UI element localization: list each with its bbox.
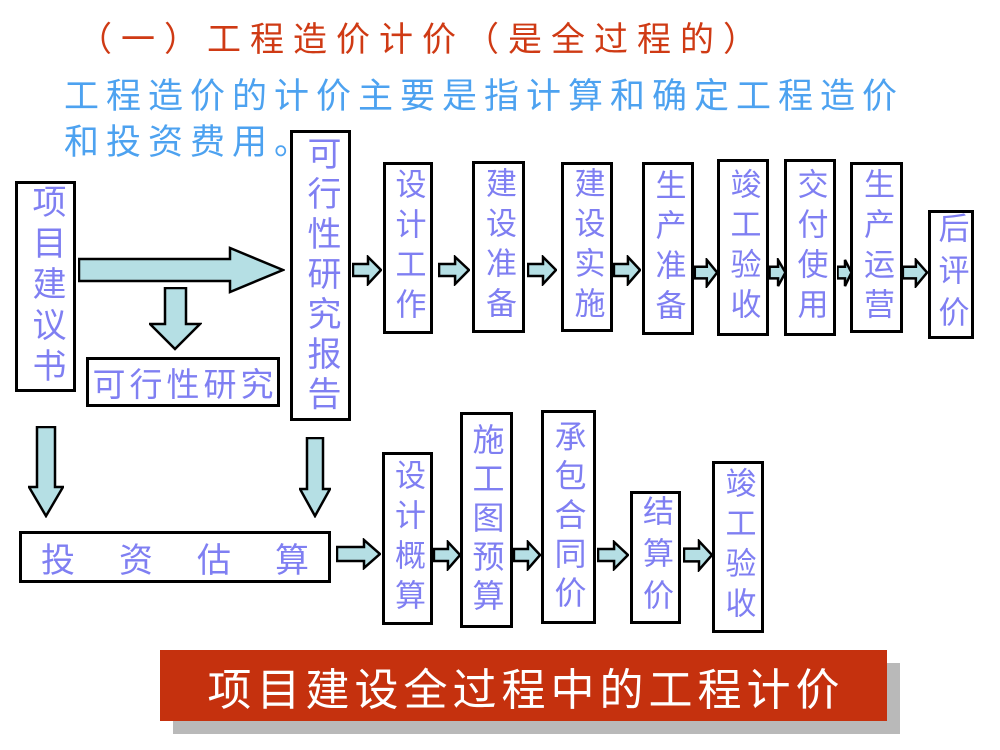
- intro-text-line-2: 和投资费用。: [64, 123, 317, 162]
- node-investment-estimate-label: 投资估算: [41, 542, 353, 580]
- node-feasibility-study: 可行性研究: [86, 357, 280, 407]
- node-settlement-price-label: 结算价: [638, 494, 673, 621]
- node-feasibility-report-label: 可行性研究报告: [302, 135, 339, 416]
- node-construction-preparation-label: 建设准备: [481, 167, 516, 327]
- arrow-bottom-chain-4-icon: [683, 539, 713, 572]
- node-contract-price-label: 承包合同价: [550, 419, 587, 615]
- node-project-proposal: 项目建议书: [15, 181, 76, 392]
- node-construction-implementation: 建设实施: [561, 162, 613, 332]
- slide-heading: （一）工程造价计价（是全过程的）: [78, 22, 766, 59]
- intro-text-line-1: 工程造价的计价主要是指计算和确定工程造价: [64, 77, 905, 116]
- arrow-bottom-chain-1-icon: [433, 540, 461, 571]
- arrow-top-chain-2-icon: [527, 255, 557, 286]
- node-production-operation-label: 生产运营: [859, 167, 894, 328]
- arrow-top-chain-1-icon: [438, 255, 470, 286]
- arrow-bottom-chain-2-icon: [513, 540, 541, 571]
- node-feasibility-report: 可行性研究报告: [290, 130, 351, 421]
- node-design-estimate-label: 设计概算: [390, 458, 425, 619]
- node-working-drawing-budget: 施工图预算: [460, 412, 513, 628]
- arrow-top-chain-4-icon: [694, 258, 718, 288]
- node-production-preparation: 生产准备: [642, 162, 694, 335]
- node-project-proposal-label: 项目建议书: [27, 184, 64, 389]
- arrow-investment-to-design-estimate-icon: [336, 538, 381, 570]
- arrow-bottom-chain-3-icon: [597, 540, 629, 571]
- node-production-preparation-label: 生产准备: [650, 168, 686, 329]
- arrow-top-chain-3-icon: [613, 255, 641, 286]
- arrow-report-to-design-work-icon: [352, 255, 382, 286]
- arrow-down-to-feasibility-study-icon: [149, 287, 202, 351]
- node-completion-acceptance-bottom: 竣工验收: [712, 461, 764, 633]
- arrow-proposal-to-report-icon: [78, 246, 285, 294]
- node-investment-estimate: 投资估算: [19, 531, 331, 583]
- node-design-work-label: 设计工作: [390, 168, 426, 328]
- node-design-estimate: 设计概算: [382, 452, 433, 625]
- arrow-top-chain-6-icon: [837, 258, 852, 288]
- arrow-report-to-investment-icon: [299, 437, 331, 518]
- node-handover-use-label: 交付使用: [792, 167, 828, 328]
- node-completion-acceptance-top-label: 竣工验收: [725, 167, 761, 328]
- node-construction-implementation-label: 建设实施: [569, 167, 605, 327]
- node-contract-price: 承包合同价: [541, 410, 596, 624]
- node-working-drawing-budget-label: 施工图预算: [468, 422, 505, 618]
- node-completion-acceptance-bottom-label: 竣工验收: [720, 467, 756, 627]
- node-construction-preparation: 建设准备: [472, 161, 525, 333]
- node-settlement-price: 结算价: [630, 491, 681, 624]
- node-handover-use: 交付使用: [784, 159, 836, 336]
- banner-title: 项目建设全过程中的工程计价: [207, 665, 845, 715]
- node-post-evaluation-label: 后评价: [933, 211, 969, 338]
- node-design-work: 设计工作: [383, 162, 433, 334]
- node-production-operation: 生产运营: [850, 162, 903, 333]
- banner: 项目建设全过程中的工程计价: [160, 650, 887, 721]
- node-completion-acceptance-top: 竣工验收: [717, 159, 769, 336]
- node-feasibility-study-label: 可行性研究: [92, 368, 278, 404]
- arrow-proposal-to-investment-icon: [28, 426, 64, 518]
- arrow-top-chain-5-icon: [769, 258, 786, 288]
- node-post-evaluation: 后评价: [928, 210, 974, 339]
- arrow-top-chain-7-icon: [902, 258, 928, 288]
